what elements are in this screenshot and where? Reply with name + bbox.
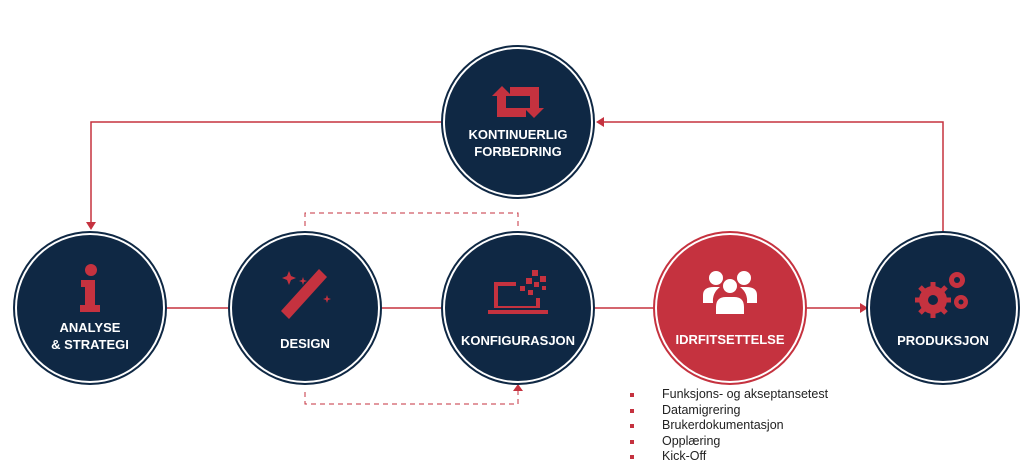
- magic-wand-icon: [281, 268, 331, 319]
- list-item: Datamigrering: [628, 403, 828, 419]
- gears-icon: [915, 271, 968, 318]
- node-label: DESIGN: [280, 335, 330, 351]
- arrow-head: [860, 303, 868, 313]
- arrow-head: [513, 384, 523, 391]
- node-konfigurasjon[interactable]: KONFIGURASJON: [445, 235, 591, 381]
- info-icon: [80, 264, 100, 312]
- node-kontinuerlig-forbedring[interactable]: KONTINUERLIG FORBEDRING: [445, 49, 591, 195]
- node-produksjon[interactable]: PRODUKSJON: [870, 235, 1016, 381]
- idrfitsettelse-bullet-list: Funksjons- og akseptansetest Datamigreri…: [628, 387, 828, 465]
- node-label: FORBEDRING: [474, 144, 562, 159]
- node-design[interactable]: DESIGN: [232, 235, 378, 381]
- users-group-icon: [703, 270, 757, 316]
- loop-left: [90, 121, 441, 224]
- repeat-arrows-icon: [492, 86, 544, 118]
- arrow-head: [596, 117, 604, 127]
- list-item: Opplæring: [628, 434, 828, 450]
- list-item: Brukerdokumentasjon: [628, 418, 828, 434]
- list-item: Funksjons- og akseptansetest: [628, 387, 828, 403]
- node-idrfitsettelse[interactable]: IDRFITSETTELSE: [657, 235, 803, 381]
- node-analyse-strategi[interactable]: ANALYSE & STRATEGI: [17, 235, 163, 381]
- node-label: IDRFITSETTELSE: [675, 331, 785, 347]
- node-label: KONTINUERLIG: [468, 127, 568, 142]
- dashed-top: [304, 212, 519, 226]
- arrow-head: [86, 222, 96, 230]
- node-label: PRODUKSJON: [897, 332, 989, 348]
- loop-right: [600, 121, 944, 234]
- node-label: KONFIGURASJON: [460, 332, 576, 348]
- dashed-bottom: [304, 390, 519, 405]
- node-label: & STRATEGI: [51, 337, 129, 352]
- list-item: Kick-Off: [628, 449, 828, 465]
- node-label: ANALYSE: [59, 320, 121, 335]
- laptop-pixels-icon: [488, 269, 548, 314]
